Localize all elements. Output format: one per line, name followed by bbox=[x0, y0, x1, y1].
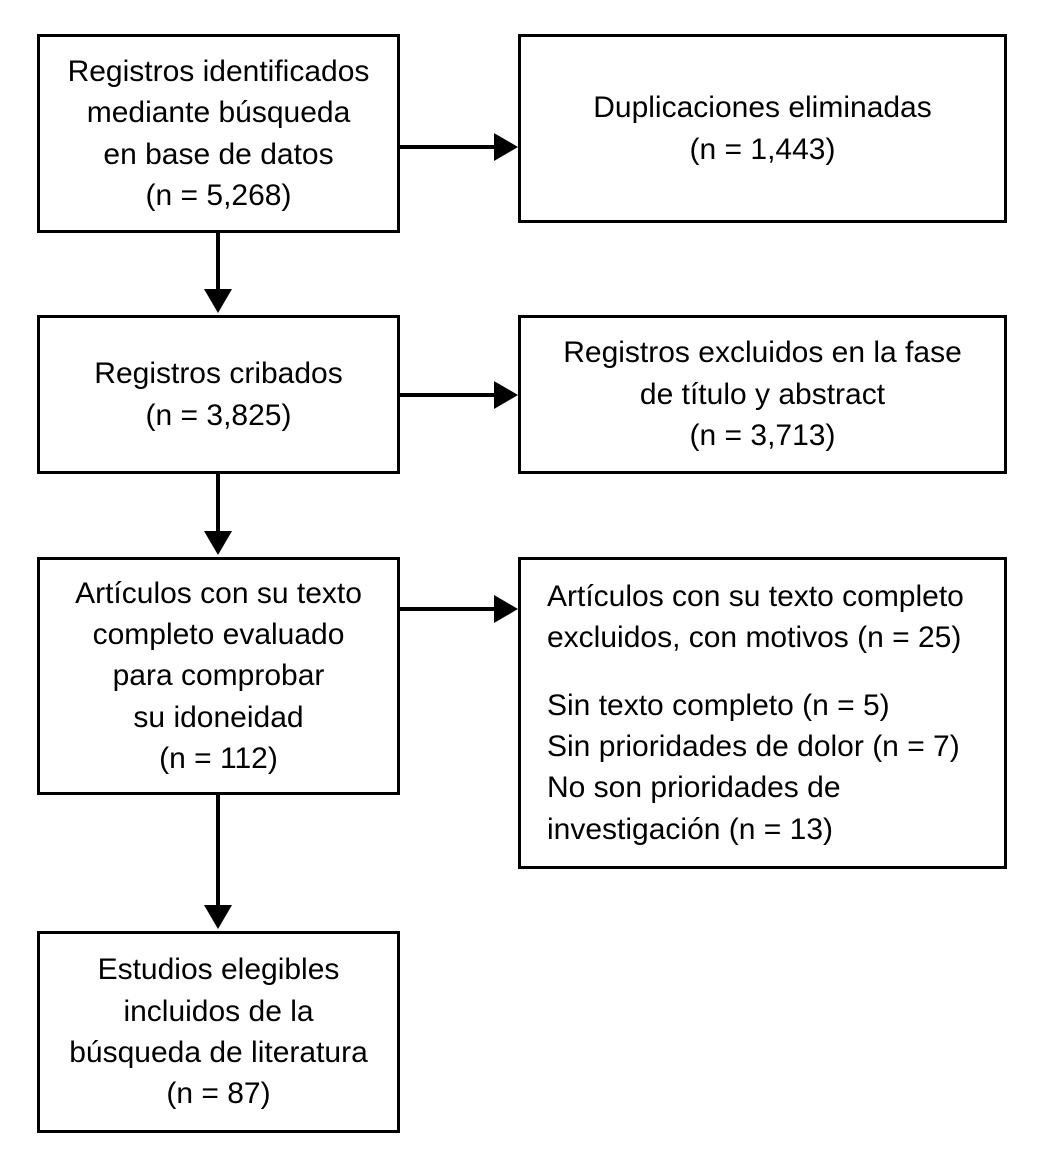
node-line: de título y abstract bbox=[639, 377, 886, 411]
node-line: Artículos con su texto bbox=[75, 576, 362, 610]
exclusion-reason: No son prioridades de bbox=[547, 771, 841, 805]
arrow-screened-to-excluded-title-abstract bbox=[400, 381, 518, 409]
arrow-shaft bbox=[400, 145, 498, 149]
arrowhead-right-icon bbox=[494, 595, 518, 623]
arrowhead-right-icon bbox=[494, 133, 518, 161]
arrow-shaft bbox=[400, 607, 498, 611]
node-heading-line: excluidos, con motivos (n = 25) bbox=[547, 621, 962, 655]
arrow-screened-to-fulltext bbox=[204, 474, 232, 557]
node-records-identified: Registros identificados mediante búsqued… bbox=[37, 34, 400, 233]
arrow-identified-to-duplicates bbox=[400, 133, 518, 161]
node-count-label: (n = 5,268) bbox=[145, 178, 292, 212]
arrow-shaft bbox=[400, 393, 498, 397]
arrowhead-down-icon bbox=[204, 905, 232, 929]
node-fulltext-assessed: Artículos con su texto completo evaluado… bbox=[37, 557, 400, 795]
node-line: su idoneidad bbox=[133, 700, 304, 734]
node-count-label: (n = 87) bbox=[166, 1077, 271, 1111]
arrowhead-down-icon bbox=[204, 289, 232, 313]
node-line: en base de datos bbox=[103, 137, 334, 171]
node-heading-line: Artículos con su texto completo bbox=[547, 579, 964, 613]
arrow-fulltext-to-included bbox=[204, 795, 232, 931]
exclusion-reason: Sin prioridades de dolor (n = 7) bbox=[547, 730, 960, 763]
node-line: mediante búsqueda bbox=[86, 96, 351, 130]
node-count-label: (n = 1,443) bbox=[689, 132, 836, 166]
arrow-shaft bbox=[216, 233, 220, 293]
node-line: Duplicaciones eliminadas bbox=[593, 91, 932, 125]
node-line: búsqueda de literatura bbox=[69, 1036, 368, 1069]
node-line: Registros excluidos en la fase bbox=[563, 336, 962, 370]
node-count-label: (n = 3,825) bbox=[145, 398, 292, 432]
node-count-label: (n = 112) bbox=[159, 742, 278, 776]
arrowhead-down-icon bbox=[204, 531, 232, 555]
node-records-screened: Registros cribados (n = 3,825) bbox=[37, 315, 400, 474]
node-line: incluidos de la bbox=[123, 994, 314, 1028]
node-records-excluded-title-abstract: Registros excluidos en la fase de título… bbox=[518, 315, 1007, 474]
node-line: completo evaluado bbox=[92, 617, 345, 651]
node-line: Registros identificados bbox=[67, 54, 370, 88]
exclusion-reason: Sin texto completo (n = 5) bbox=[547, 688, 890, 722]
node-count-label: (n = 3,713) bbox=[689, 419, 836, 453]
arrow-shaft bbox=[216, 474, 220, 535]
node-fulltext-excluded-with-reasons: Artículos con su texto completo excluido… bbox=[518, 557, 1007, 869]
node-duplicates-removed: Duplicaciones eliminadas (n = 1,443) bbox=[518, 34, 1007, 223]
node-line: Estudios elegibles bbox=[97, 953, 340, 987]
node-studies-included: Estudios elegibles incluidos de la búsqu… bbox=[37, 931, 400, 1133]
arrow-identified-to-screened bbox=[204, 233, 232, 315]
arrowhead-right-icon bbox=[494, 381, 518, 409]
node-line: para comprobar bbox=[112, 659, 325, 693]
arrow-shaft bbox=[216, 795, 220, 909]
arrow-fulltext-to-excluded-fulltext bbox=[400, 595, 518, 623]
node-line: Registros cribados bbox=[94, 357, 343, 391]
exclusion-reason: investigación (n = 13) bbox=[547, 812, 833, 846]
